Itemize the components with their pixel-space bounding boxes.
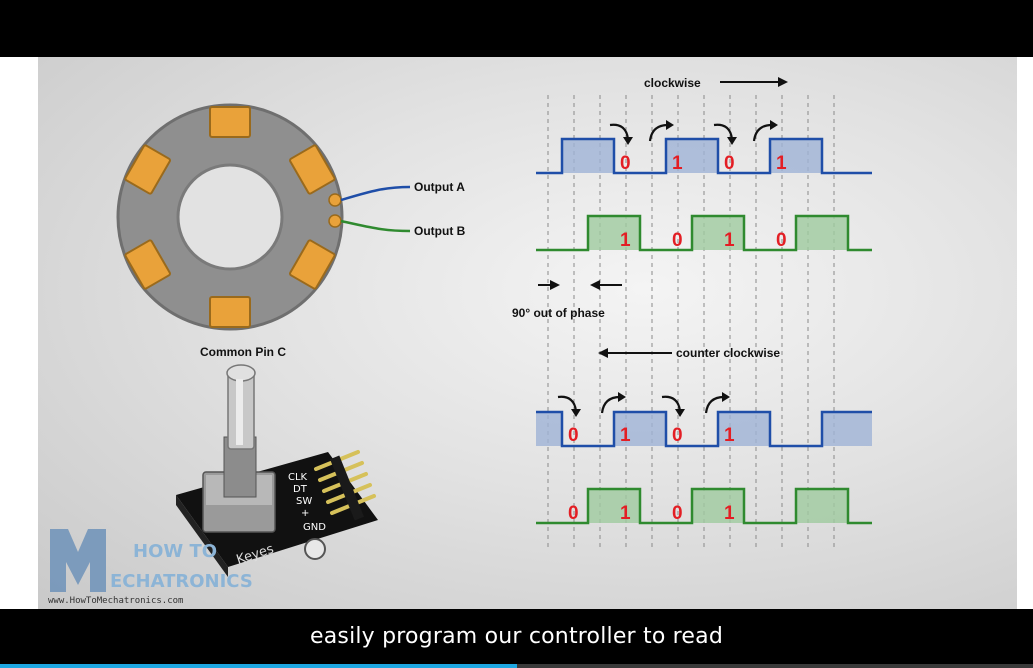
phase-indicator-arrows [538, 280, 622, 290]
ccw-b-bit-2: 1 [620, 503, 631, 524]
logo-how-to: HOW TO [133, 541, 217, 562]
cw-a-bit-2: 1 [672, 153, 683, 174]
ccw-b-bit-4: 1 [724, 503, 735, 524]
cw-b-bit-1: 1 [620, 230, 631, 251]
ccw-b-bit-3: 0 [672, 503, 683, 524]
module-pin-gnd: GND [303, 522, 326, 533]
subtitle-bar: easily program our controller to read [0, 609, 1033, 664]
subtitle-text: easily program our controller to read [309, 624, 724, 649]
ccw-signal-b [536, 487, 872, 525]
cw-signal-a [536, 137, 872, 175]
howtomechatronics-logo: HOW TO ECHATRONICS www.HowToMechatronics… [48, 529, 253, 606]
cw-b-bit-4: 0 [776, 230, 787, 251]
ccw-a-bit-4: 1 [724, 425, 735, 446]
output-a-label: Output A [414, 180, 465, 194]
cw-a-bit-3: 0 [724, 153, 735, 174]
output-b-label: Output B [414, 224, 466, 238]
clockwise-label: clockwise [644, 76, 701, 90]
right-frame-border [1017, 57, 1033, 609]
ccw-transition-arrowheads [571, 392, 730, 417]
ccw-a-bit-3: 0 [672, 425, 683, 446]
rotary-encoder-module: CLK DT SW + GND Keyes [176, 364, 378, 577]
common-pin-label: Common Pin C [200, 345, 286, 359]
top-black-bar [0, 0, 1033, 57]
cw-a-bit-4: 1 [776, 153, 787, 174]
module-pin-dt: DT [293, 484, 308, 495]
module-pin-vcc: + [301, 508, 309, 519]
module-pin-clk: CLK [288, 472, 308, 483]
left-frame-border [0, 57, 38, 609]
cw-transition-arrowheads [623, 120, 778, 145]
cw-b-bit-2: 0 [672, 230, 683, 251]
ccw-transition-arrows [557, 395, 725, 414]
counter-clockwise-arrow [598, 348, 672, 358]
cw-a-bit-1: 0 [620, 153, 631, 174]
module-pin-sw: SW [296, 496, 312, 507]
video-player[interactable]: Output A Output B Common Pin C CLK [38, 57, 1017, 609]
ccw-a-bit-2: 1 [620, 425, 631, 446]
video-progress-track[interactable] [0, 664, 1033, 668]
cw-signal-b [536, 214, 872, 252]
ccw-b-bit-1: 0 [568, 503, 579, 524]
phase-label: 90° out of phase [512, 306, 605, 320]
video-progress-fill [0, 664, 517, 668]
video-frame-illustration: Output A Output B Common Pin C CLK [48, 76, 872, 606]
ccw-a-bit-1: 0 [568, 425, 579, 446]
encoder-disc [116, 103, 411, 331]
cw-b-bit-3: 1 [724, 230, 735, 251]
counter-clockwise-label: counter clockwise [676, 346, 780, 360]
cw-transition-arrows [609, 123, 773, 142]
logo-mechatronics: ECHATRONICS [110, 571, 253, 592]
clockwise-arrow [720, 77, 788, 87]
ccw-signal-a [536, 410, 872, 448]
logo-url: www.HowToMechatronics.com [48, 596, 183, 606]
